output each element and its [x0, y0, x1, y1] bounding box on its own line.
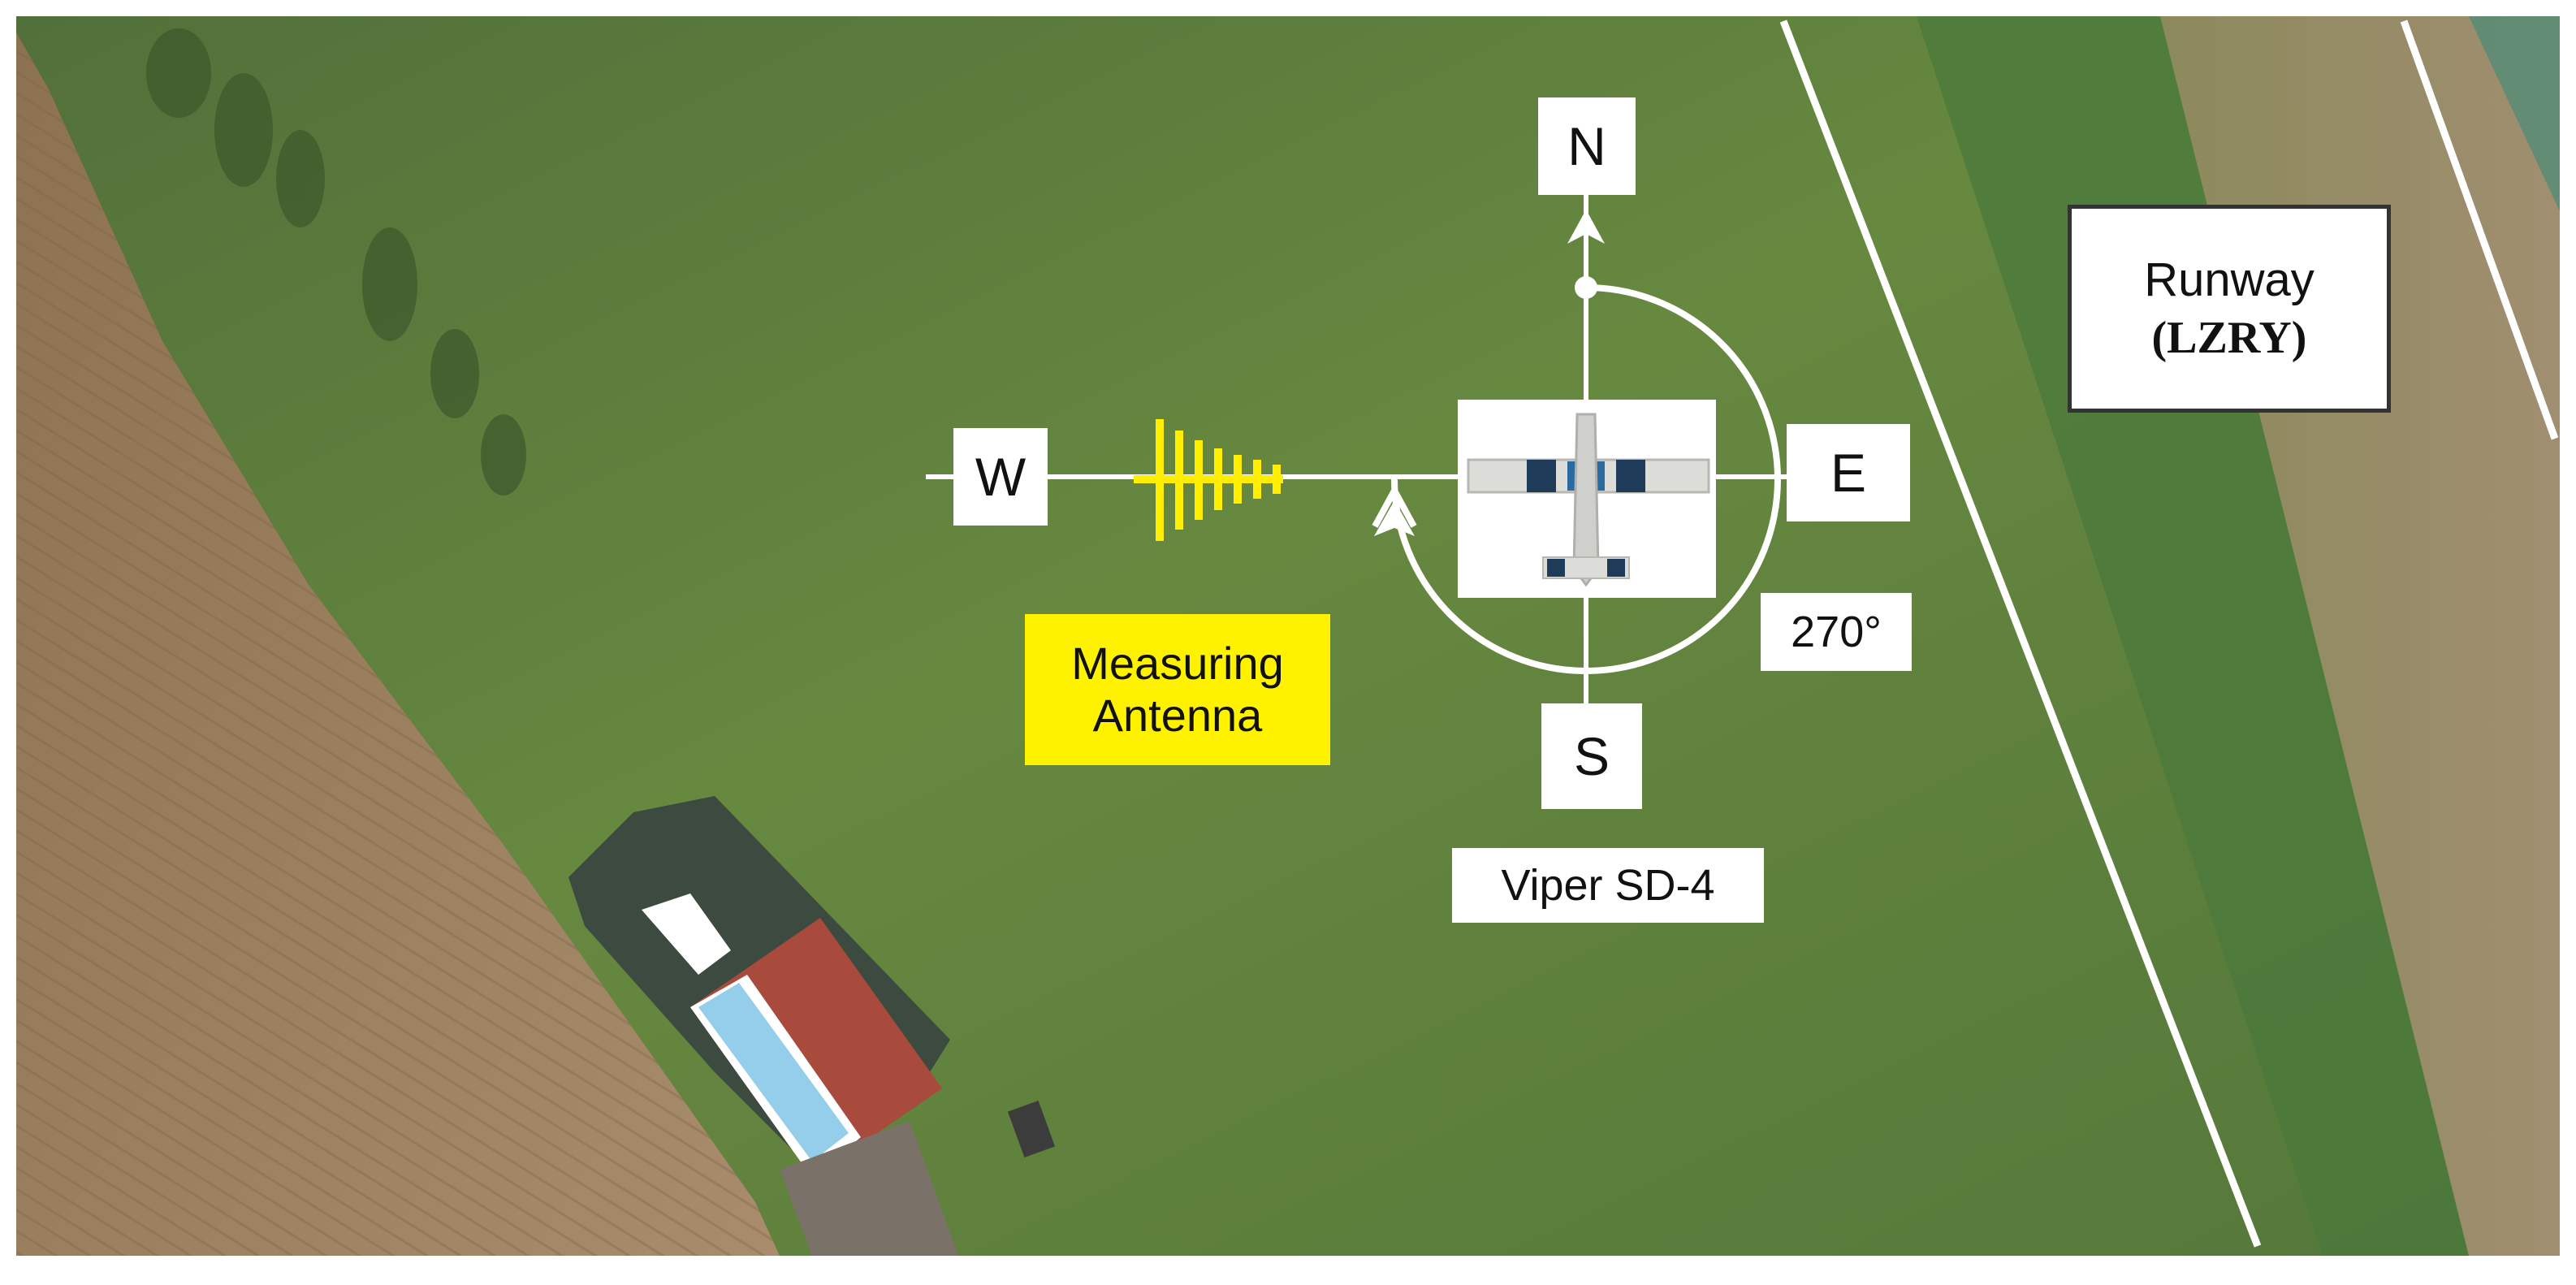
runway-code: (LZRY)	[2151, 313, 2307, 363]
yagi-antenna-icon	[1134, 419, 1283, 541]
rotation-arc	[1391, 284, 1781, 674]
runway-edge-line-right	[2400, 19, 2559, 440]
runway-name: Runway	[2144, 253, 2315, 306]
rotation-angle-label: 270°	[1761, 593, 1912, 671]
north-arrow-icon	[1567, 210, 1605, 244]
runway-label: Runway (LZRY)	[2068, 205, 2391, 413]
airplane-icon	[1467, 413, 1710, 587]
compass-north-label: N	[1538, 97, 1636, 195]
runway-strip	[1917, 16, 2469, 1256]
compass-east-label: E	[1787, 424, 1910, 521]
tree-line	[146, 28, 526, 495]
antenna-label: Measuring Antenna	[1025, 614, 1330, 765]
antenna-label-line1: Measuring	[1071, 637, 1284, 689]
aircraft-label: Viper SD-4	[1452, 848, 1764, 923]
compass-west-label: W	[953, 428, 1048, 526]
rotation-arrow-icon	[1374, 500, 1415, 536]
measurement-overlay	[926, 195, 1787, 703]
compass-south-label: S	[1541, 703, 1642, 809]
farm-buildings	[568, 796, 1056, 1256]
antenna-label-line2: Antenna	[1092, 690, 1263, 741]
runway-edge-line	[1779, 19, 2262, 1248]
